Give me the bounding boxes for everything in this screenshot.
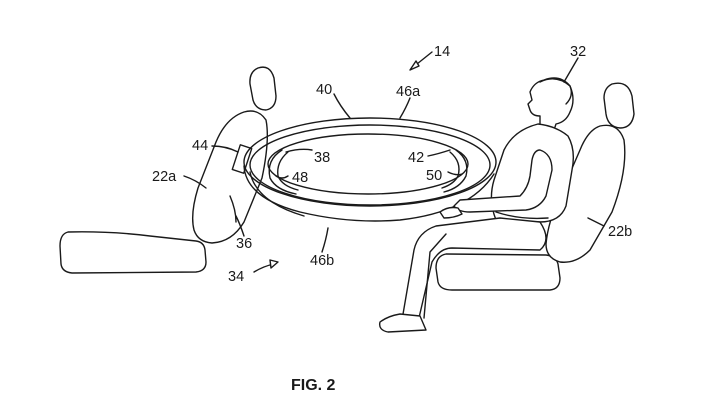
left-seat xyxy=(59,66,277,274)
left-seat-headrest xyxy=(249,66,277,111)
label-40: 40 xyxy=(316,82,332,98)
label-36: 36 xyxy=(236,236,252,252)
label-22a: 22a xyxy=(152,169,177,185)
label-46b: 46b xyxy=(310,253,334,269)
label-38: 38 xyxy=(314,150,330,166)
left-seat-back xyxy=(191,110,269,244)
left-seat-cushion xyxy=(59,231,207,274)
person-32 xyxy=(378,77,575,333)
label-14: 14 xyxy=(434,44,450,60)
right-seat-cushion xyxy=(435,253,561,291)
right-seat xyxy=(435,82,635,291)
label-46a: 46a xyxy=(396,84,421,100)
person-shoe xyxy=(378,313,427,333)
person-hand xyxy=(439,206,463,219)
leader-lines xyxy=(183,51,605,273)
label-22b: 22b xyxy=(608,224,632,240)
label-48: 48 xyxy=(292,170,308,186)
label-34: 34 xyxy=(228,269,244,285)
right-seat-headrest xyxy=(603,82,635,129)
label-42: 42 xyxy=(408,150,424,166)
reference-labels: 14 32 40 46a 44 38 42 22a 48 50 36 22b 4… xyxy=(152,44,632,285)
figure-caption: FIG. 2 xyxy=(291,377,336,394)
label-50: 50 xyxy=(426,168,442,184)
label-44: 44 xyxy=(192,138,208,154)
label-32: 32 xyxy=(570,44,586,60)
